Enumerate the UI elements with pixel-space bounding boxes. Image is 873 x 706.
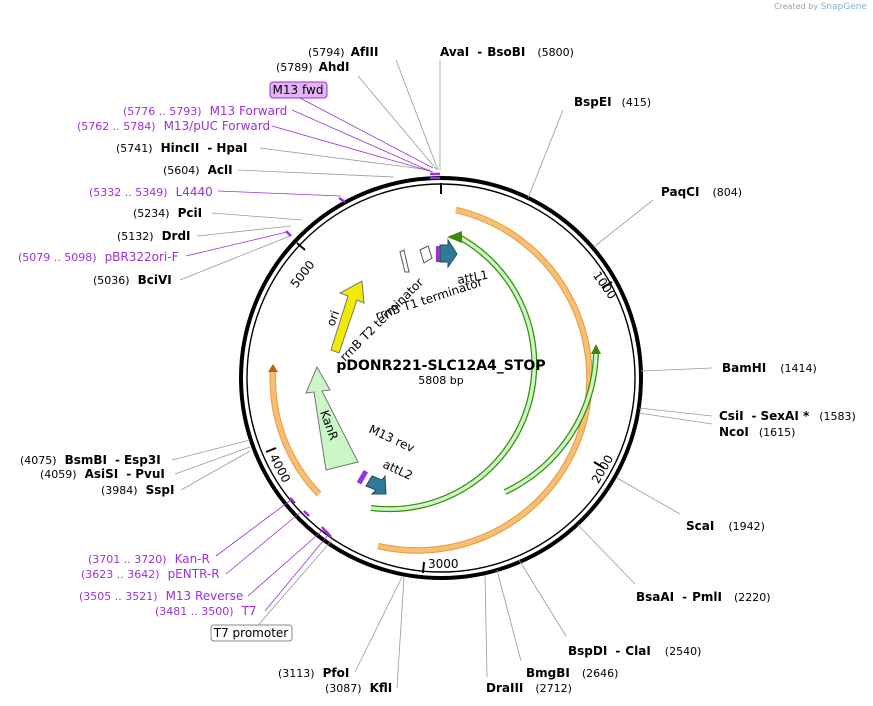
enzyme-labels: (5794)AfIII (5789)AhdI AvaI-BsoBI(5800) … bbox=[20, 45, 856, 695]
t7-promoter-leader bbox=[253, 539, 333, 631]
orf-green-outer-arrowhead bbox=[447, 231, 462, 243]
site-acli: (5604)AclI bbox=[163, 163, 233, 177]
primer-marks bbox=[285, 172, 440, 538]
primer-pbr322ori-f: (5079 .. 5098)pBR322ori-F bbox=[18, 250, 179, 264]
tick-1000: 1000 bbox=[590, 269, 619, 302]
primer-leader-lines bbox=[185, 96, 434, 612]
primer-l4440: (5332 .. 5349)L4440 bbox=[89, 185, 213, 199]
m13-fwd-box bbox=[269, 81, 328, 99]
t7-promoter-label: T7 promoter bbox=[213, 626, 289, 640]
site-draiii: DraIII(2712) bbox=[486, 681, 572, 695]
m13-fwd-label: M13 fwd bbox=[273, 83, 324, 97]
plasmid-length: 5808 bp bbox=[418, 374, 463, 387]
attl2-primer-mark bbox=[356, 469, 369, 485]
m13-rev-label: M13 rev bbox=[367, 422, 417, 455]
orf-arc-orange-right-fill bbox=[377, 207, 592, 553]
site-drdi: (5132)DrdI bbox=[117, 229, 191, 243]
rrnb-t2-terminator-mark bbox=[399, 249, 410, 273]
attl1-label: attL1 bbox=[456, 268, 489, 287]
site-afliii: (5794)AfIII bbox=[308, 45, 378, 59]
site-bcivi: (5036)BciVI bbox=[93, 273, 172, 287]
site-asisi-pvui: (4059)AsiSI-PvuI bbox=[40, 467, 165, 481]
backbone-outer bbox=[239, 176, 643, 580]
plasmid-name: pDONR221-SLC12A4_STOP bbox=[336, 358, 545, 374]
primer-labels: (5776 .. 5793)M13 Forward (5762 .. 5784)… bbox=[18, 104, 287, 618]
primer-m13-puc-forward: (5762 .. 5784)M13/pUC Forward bbox=[77, 119, 270, 133]
tick-5000: 5000 bbox=[288, 258, 318, 291]
primer-m13-reverse: (3505 .. 3521)M13 Reverse bbox=[79, 589, 243, 603]
site-bmgbi: BmgBI(2646) bbox=[526, 666, 618, 680]
primer-t7: (3481 .. 3500)T7 bbox=[155, 604, 257, 618]
primer-m13-forward: (5776 .. 5793)M13 Forward bbox=[123, 104, 287, 118]
site-avai-bsobi: AvaI-BsoBI(5800) bbox=[440, 45, 574, 59]
orf-arc-green-outer-fill bbox=[370, 235, 537, 511]
attl2-arrow bbox=[365, 474, 387, 495]
site-pfoi: (3113)PfoI bbox=[278, 666, 349, 680]
kanr-arrow bbox=[305, 365, 359, 471]
snapgene-credit: Created by SnapGene bbox=[774, 2, 867, 12]
credit-prefix: Created by bbox=[774, 2, 819, 11]
site-sspi: (3984)SspI bbox=[101, 483, 174, 497]
ori-label: ori bbox=[324, 309, 342, 328]
tick-marks bbox=[265, 183, 613, 574]
ori-arrow bbox=[330, 280, 365, 354]
orf-arc-orange-left-fill bbox=[270, 371, 321, 496]
orf-green-inner-arrowhead bbox=[591, 344, 601, 354]
enzyme-leader-lines bbox=[171, 59, 713, 689]
site-hincii-hpai: (5741)HincII-HpaI bbox=[116, 141, 248, 155]
attl1-arrow bbox=[439, 238, 458, 269]
tick-3000: 3000 bbox=[428, 557, 459, 571]
site-bsmbi-esp3i: (4075)BsmBI-Esp3I bbox=[20, 453, 161, 467]
orf-left-arrowhead bbox=[268, 364, 278, 372]
primer-pentr-r: (3623 .. 3642)pENTR-R bbox=[81, 567, 220, 581]
site-pcii: (5234)PciI bbox=[133, 206, 202, 220]
site-scai: ScaI(1942) bbox=[686, 519, 765, 533]
site-ahdi: (5789)AhdI bbox=[276, 60, 349, 74]
site-ncoi: NcoI(1615) bbox=[719, 425, 795, 439]
orf-arc-green-inner-fill bbox=[504, 351, 598, 494]
site-kfli: (3087)KflI bbox=[325, 681, 392, 695]
attl1-primer-mark bbox=[436, 246, 440, 262]
site-csii-sexai: CsiI-SexAI *(1583) bbox=[719, 409, 856, 423]
site-paqci: PaqCI(804) bbox=[661, 185, 742, 199]
site-bspei: BspEI(415) bbox=[574, 95, 651, 109]
snapgene-logo: SnapGene bbox=[820, 2, 867, 12]
site-bspdi-clai: BspDI-ClaI(2540) bbox=[568, 644, 701, 658]
orf-arc-orange-right bbox=[377, 206, 593, 554]
rrnb-t1-terminator-mark bbox=[419, 245, 433, 264]
primer-kan-r: (3701 .. 3720)Kan-R bbox=[88, 552, 210, 566]
attl2-label: attL2 bbox=[381, 457, 415, 483]
site-bsaai-pmli: BsaAI-PmlI(2220) bbox=[636, 590, 771, 604]
site-bamhi: BamHI(1414) bbox=[722, 361, 817, 375]
t7-promoter-box bbox=[210, 624, 293, 642]
